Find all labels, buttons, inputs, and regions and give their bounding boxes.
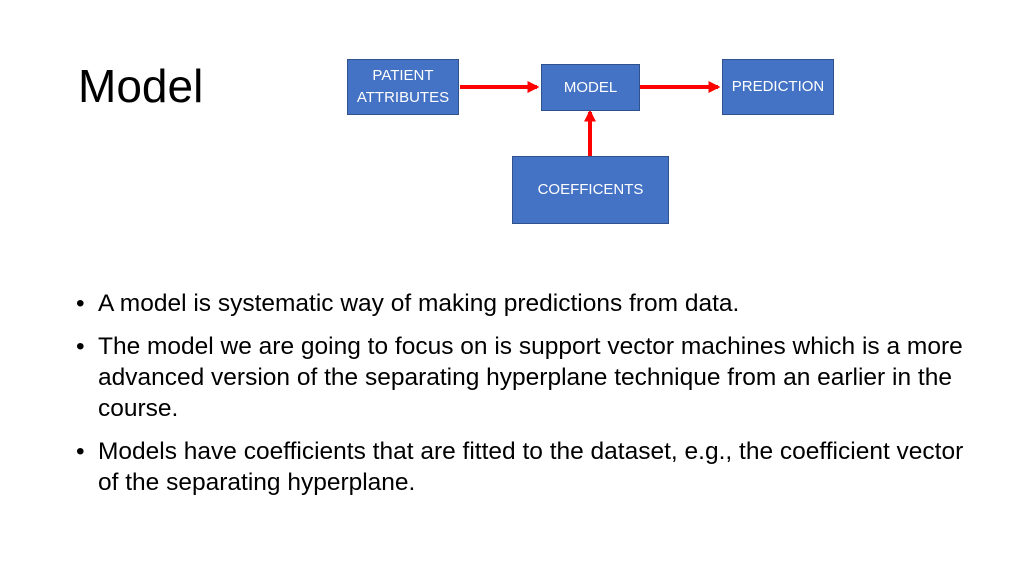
- patient-attributes-label-line2: ATTRIBUTES: [356, 89, 450, 106]
- prediction-box: PREDICTION: [722, 59, 834, 115]
- coefficients-box: COEFFICENTS: [512, 156, 669, 224]
- bullet-item: • A model is systematic way of making pr…: [76, 288, 976, 319]
- bullet-symbol: •: [76, 438, 85, 465]
- bullet-symbol: •: [76, 290, 85, 317]
- bullet-list: • A model is systematic way of making pr…: [76, 288, 976, 510]
- patient-attributes-box: PATIENT ATTRIBUTES: [347, 59, 459, 115]
- slide-title: Model: [78, 60, 204, 112]
- bullet-text: A model is systematic way of making pred…: [98, 290, 740, 317]
- model-box: MODEL: [541, 64, 640, 111]
- prediction-label: PREDICTION: [731, 78, 825, 95]
- bullet-text: Models have coefficients that are fitted…: [98, 438, 964, 496]
- bullet-item: • Models have coefficients that are fitt…: [76, 436, 976, 498]
- bullet-symbol: •: [76, 333, 85, 360]
- bullet-text: The model we are going to focus on is su…: [98, 333, 963, 422]
- coefficients-label: COEFFICENTS: [537, 181, 644, 198]
- patient-attributes-label-line1: PATIENT: [372, 67, 434, 84]
- bullet-item: • The model we are going to focus on is …: [76, 331, 976, 424]
- model-label: MODEL: [563, 78, 618, 96]
